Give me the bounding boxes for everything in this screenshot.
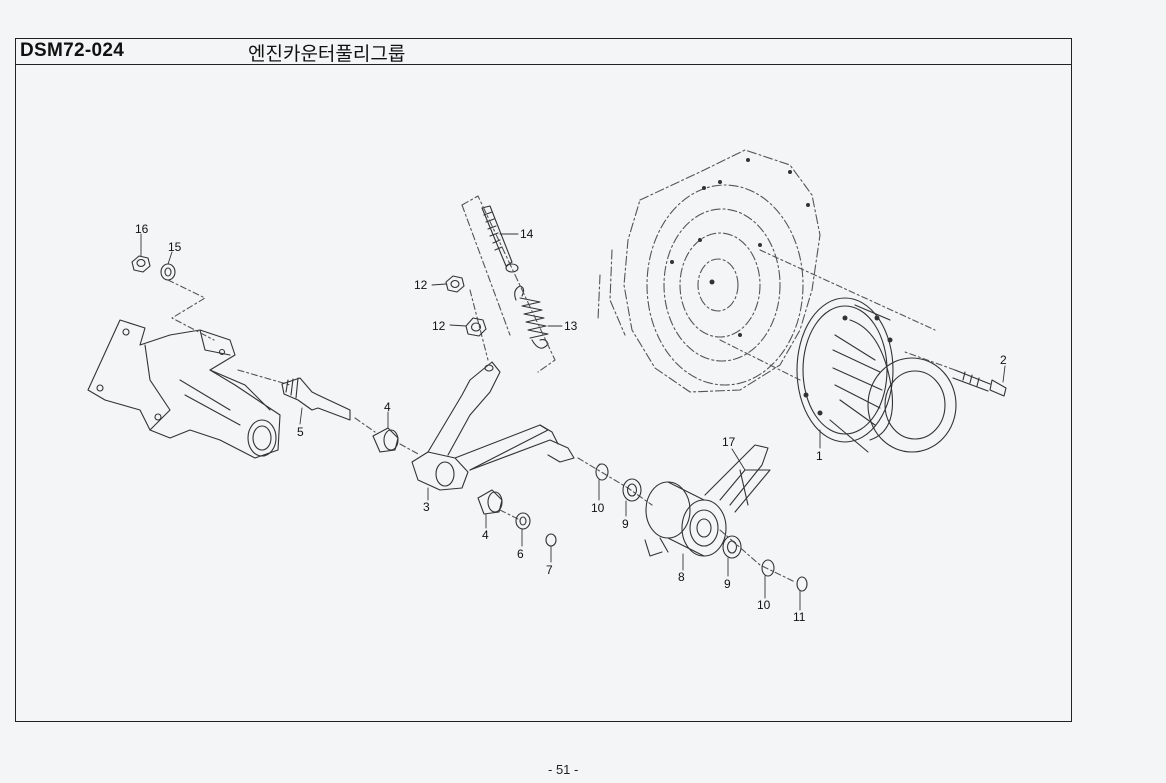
tension-arm-part-3	[411, 361, 575, 491]
callout-8: 8	[678, 570, 685, 584]
callout-7: 7	[546, 563, 553, 577]
callout-11: 11	[793, 610, 806, 624]
callout-3: 3	[423, 500, 430, 514]
nut-part-12-upper	[445, 275, 465, 293]
callout-4-upper: 4	[384, 400, 391, 414]
bracket-housing	[87, 319, 281, 459]
page-number: - 51 -	[548, 762, 579, 777]
callout-1: 1	[816, 449, 823, 463]
pulley-holes	[803, 315, 893, 416]
callout-16: 16	[135, 222, 149, 236]
callout-5: 5	[297, 425, 304, 439]
belt-guide-part-17	[704, 444, 771, 513]
callout-10-left: 10	[591, 501, 605, 515]
bushing-part-4-lower	[477, 489, 503, 515]
washer-part-6	[515, 512, 531, 530]
pulley-part-1	[796, 297, 957, 453]
callout-4-lower: 4	[482, 528, 489, 542]
callout-12-lower: 12	[432, 319, 446, 333]
rod-guide-lines	[461, 195, 556, 373]
engine-housing-outline	[597, 149, 821, 393]
snap-ring-part-11	[796, 576, 808, 592]
bearing-part-9-right	[722, 535, 742, 559]
bolt-part-2	[952, 369, 1007, 397]
spring-part-13	[514, 285, 549, 349]
callout-leader-lines	[140, 233, 1006, 611]
diagram-frame: DSM72-024 엔진카운터풀리그룹	[15, 38, 1072, 722]
callout-14: 14	[520, 227, 534, 241]
callout-12-upper: 12	[414, 278, 428, 292]
callout-10-right: 10	[757, 598, 771, 612]
idler-pulley-part-8	[644, 481, 727, 557]
callout-9-left: 9	[622, 517, 629, 531]
stud-part-5	[281, 377, 351, 421]
assembly-lines	[167, 249, 956, 583]
callout-labels: 16 15 14 12 12 13 5 4 3 4 6 7 10 9 8 9 1…	[135, 222, 1007, 624]
engine-bolt-holes	[670, 158, 810, 337]
snap-ring-part-10-left	[595, 463, 609, 481]
header-bar: DSM72-024 엔진카운터풀리그룹	[16, 39, 1071, 65]
part-group-title: 엔진카운터풀리그룹	[248, 43, 406, 65]
bearing-part-9-left	[622, 478, 642, 502]
callout-13: 13	[564, 319, 578, 333]
callout-17: 17	[722, 435, 736, 449]
callout-2: 2	[1000, 353, 1007, 367]
callout-6: 6	[517, 547, 524, 561]
snap-ring-part-10-right	[761, 559, 775, 577]
adjusting-rod-part-14	[481, 205, 519, 273]
washer-part-15	[160, 263, 176, 281]
callout-15: 15	[168, 240, 182, 254]
snap-ring-part-7	[545, 533, 557, 547]
nut-part-16	[131, 255, 151, 273]
part-group-code: DSM72-024	[20, 40, 125, 61]
callout-9-right: 9	[724, 577, 731, 591]
bushing-part-4-upper	[372, 427, 399, 453]
nut-part-12-lower	[465, 317, 487, 337]
